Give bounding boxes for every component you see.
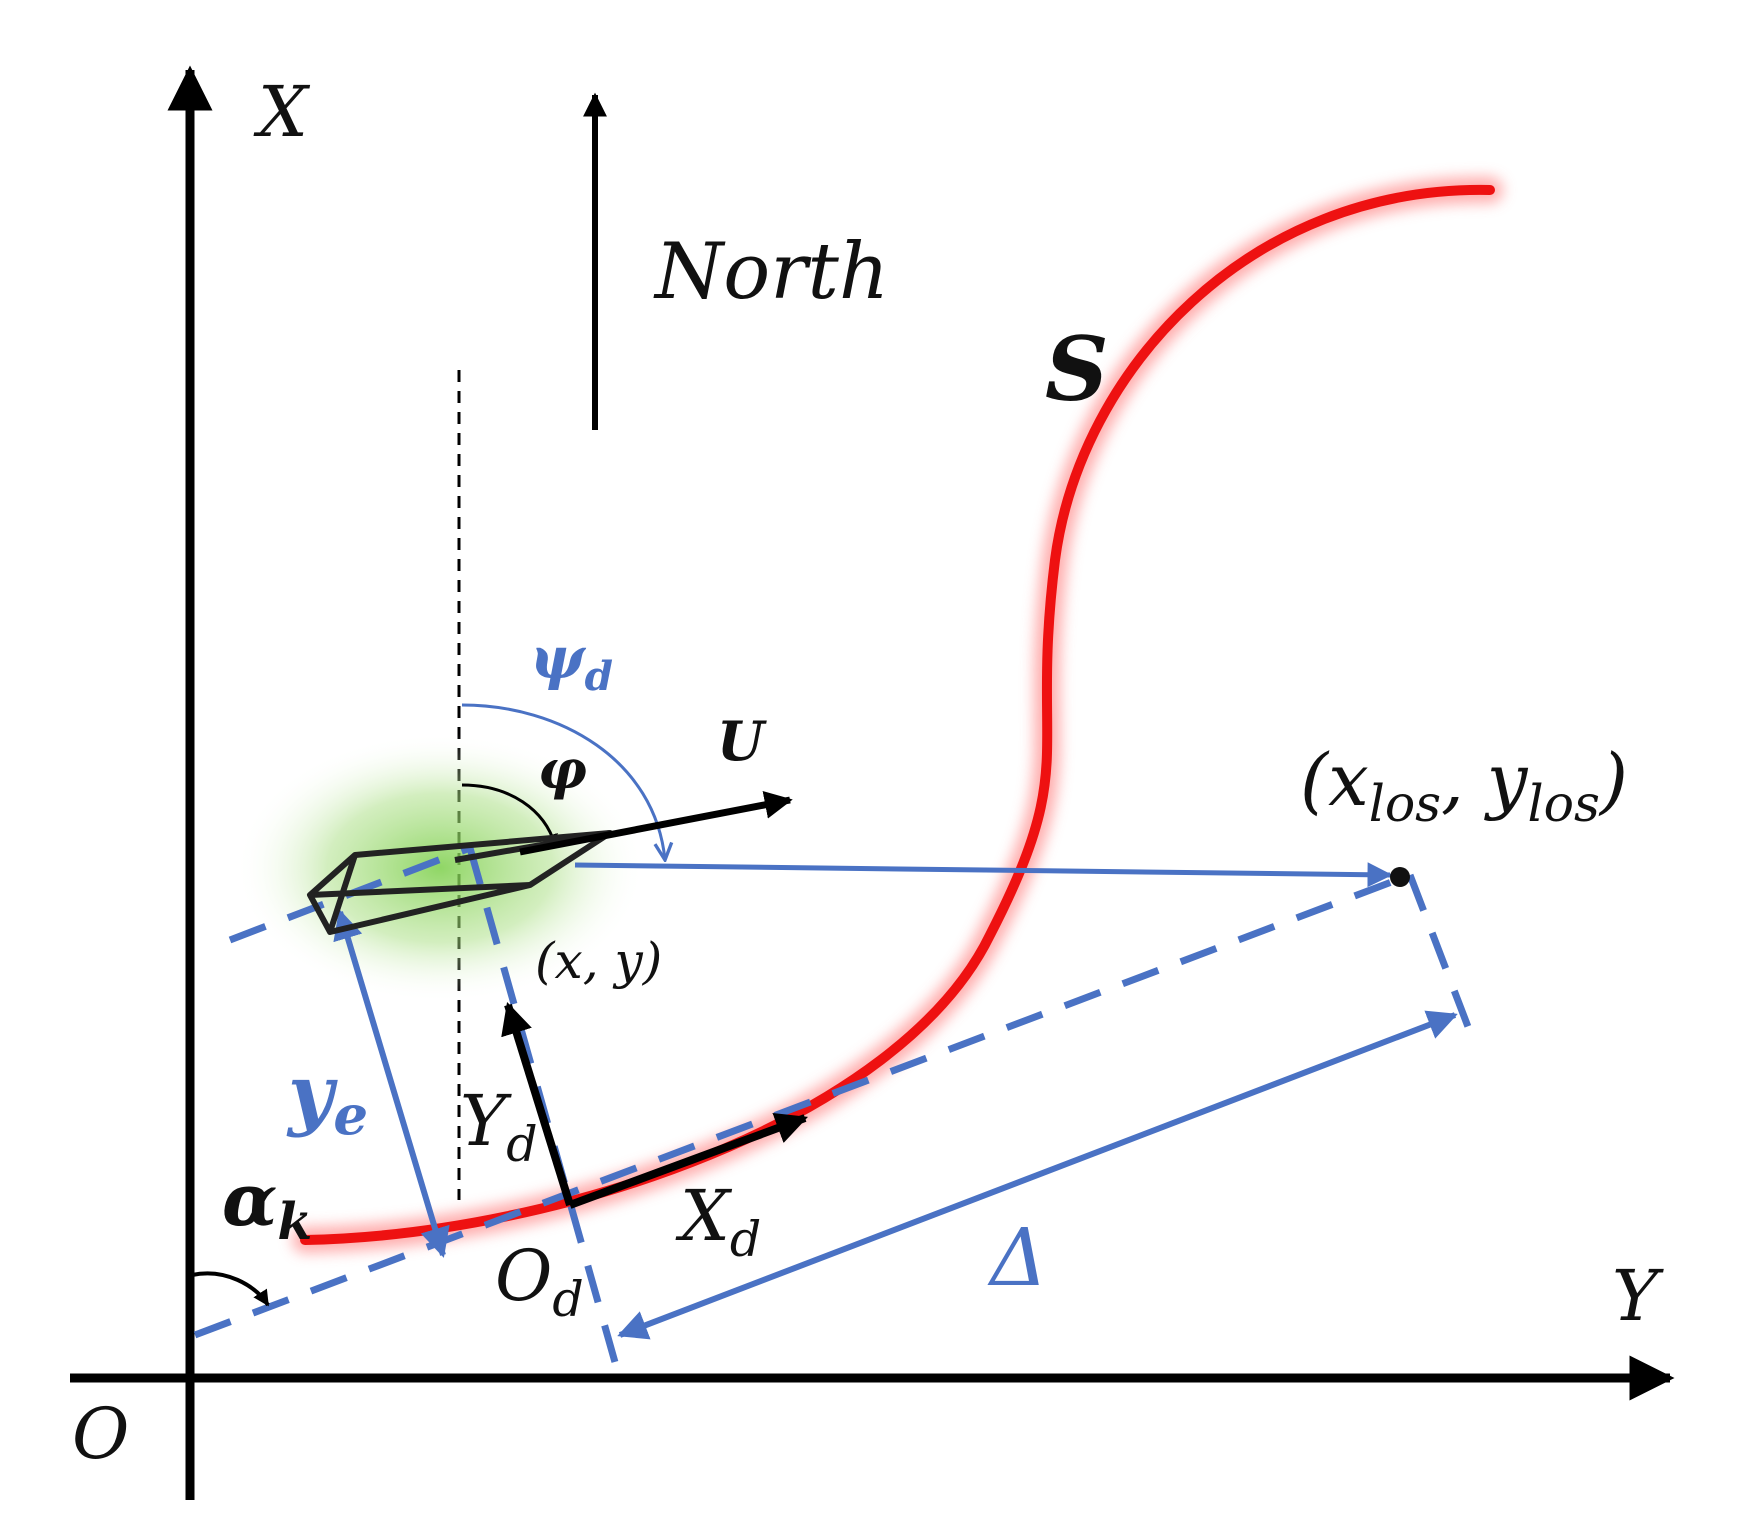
- yd-label: Yd: [460, 1080, 538, 1173]
- speed-label: U: [717, 709, 767, 773]
- phi-arc: [461, 783, 558, 847]
- yd-axis-arrow: [501, 1001, 574, 1207]
- ye-label: ye: [286, 1048, 368, 1147]
- los-vector: [574, 862, 1393, 888]
- axis-x-label: X: [253, 71, 311, 153]
- los-point-dot: [1390, 867, 1410, 887]
- alpha-k-label: αk: [222, 1157, 312, 1251]
- xd-axis-arrow: [568, 1112, 809, 1209]
- origin-label: O: [72, 1393, 129, 1475]
- delta-label: Δ: [987, 1211, 1048, 1304]
- alpha-k-arc: [191, 1271, 270, 1307]
- ye-arrow: [333, 909, 450, 1258]
- speed-vector: [519, 791, 793, 856]
- delta-arrow: [617, 1010, 1458, 1340]
- phi-label: φ: [538, 737, 587, 801]
- xd-label: Xd: [675, 1175, 761, 1268]
- los-point-label: (xlos, ylos): [1300, 738, 1628, 833]
- axis-y-label: Y: [1612, 1255, 1664, 1337]
- path-s-label: S: [1045, 317, 1109, 421]
- north-label: North: [653, 227, 889, 317]
- psi-d-label: ψd: [530, 624, 613, 700]
- od-label: Od: [495, 1235, 584, 1328]
- vessel-position-label: (x, y): [535, 932, 662, 990]
